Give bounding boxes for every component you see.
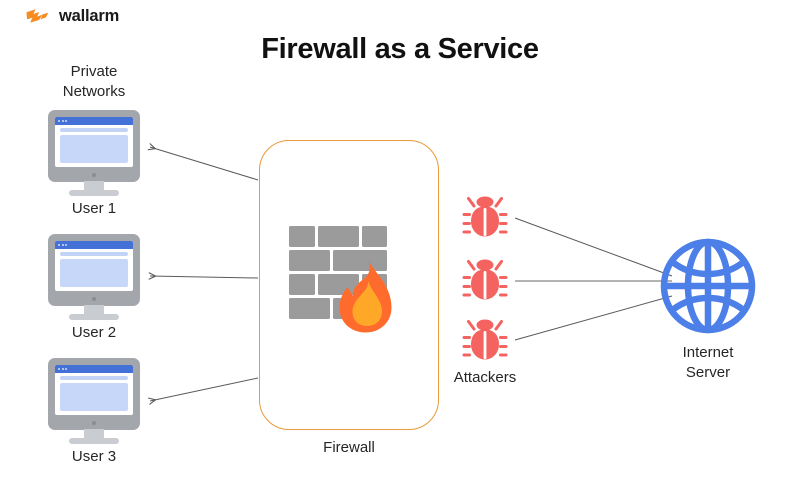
monitor-power-led-icon [92,297,96,301]
bug-icon[interactable] [461,256,509,304]
monitor-neck [84,181,104,191]
brand-name: wallarm [59,7,120,25]
desktop-monitor-icon [48,110,140,182]
monitor-power-led-icon [92,173,96,177]
browser-titlebar [55,365,133,373]
wallarm-bolt-logo-icon [26,9,49,23]
browser-url-bar [60,128,128,132]
monitor-base [69,438,119,444]
connector-firewall-to-user-3 [148,377,259,405]
browser-content-block [60,383,128,411]
desktop-monitor-icon [48,358,140,430]
browser-url-bar [60,376,128,380]
firewall-label: Firewall [323,439,375,456]
connector-firewall-to-user-2 [148,272,259,280]
private-networks-label: Private Networks [62,63,126,100]
node-label-user-3: User 3 [71,448,117,465]
node-label-user-2: User 2 [71,324,117,341]
attackers-label: Attackers [453,369,517,386]
node-user-2[interactable]: User 2 [48,234,140,341]
browser-titlebar [55,117,133,125]
desktop-monitor-icon [48,234,140,306]
connector-firewall-to-user-1 [147,143,259,181]
globe-icon[interactable] [660,238,756,334]
browser-titlebar [55,241,133,249]
monitor-screen [55,117,133,167]
monitor-neck [84,429,104,439]
window-dots-icon [58,120,67,122]
monitor-base [69,190,119,196]
monitor-base [69,314,119,320]
browser-content-block [60,259,128,287]
connector-attacker-3-to-internet-server [514,295,673,341]
monitor-screen [55,241,133,291]
node-user-1[interactable]: User 1 [48,110,140,217]
browser-content-block [60,135,128,163]
internet-server-label: Internet Server [682,344,734,381]
bug-icon[interactable] [461,193,509,241]
flame-icon [339,260,392,333]
monitor-neck [84,305,104,315]
connector-attacker-1-to-internet-server [514,217,673,277]
node-user-3[interactable]: User 3 [48,358,140,465]
monitor-power-led-icon [92,421,96,425]
page-title: Firewall as a Service [261,33,539,65]
window-dots-icon [58,368,67,370]
node-label-user-1: User 1 [71,200,117,217]
brick-wall-flame-icon [289,226,392,333]
brand-logo: wallarm [26,8,119,25]
bug-icon[interactable] [461,316,509,364]
window-dots-icon [58,244,67,246]
monitor-screen [55,365,133,415]
browser-url-bar [60,252,128,256]
